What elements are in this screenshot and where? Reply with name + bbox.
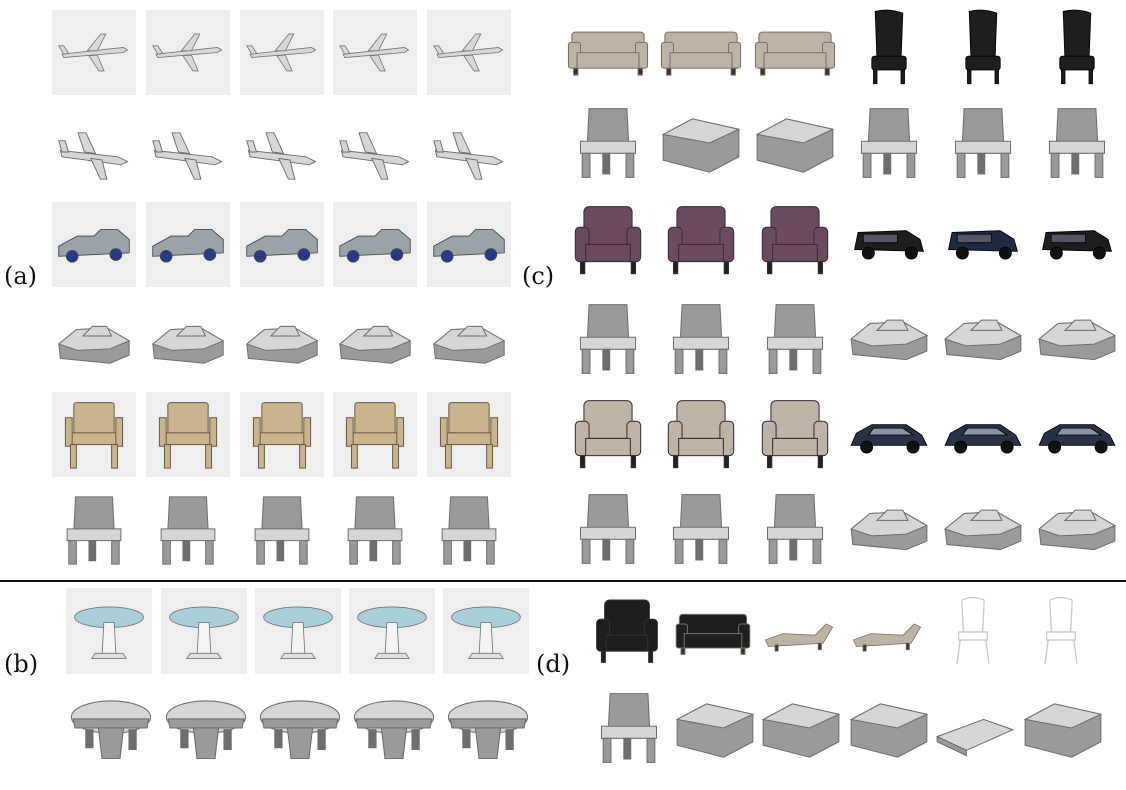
panel-a-voxel-reconstruction	[146, 112, 230, 192]
panel-d-photo	[758, 592, 840, 672]
panel-c-voxel-reconstruction	[1034, 100, 1120, 186]
panel-a-render-image	[427, 392, 511, 477]
panel-d-voxel-reconstruction	[932, 680, 1018, 776]
panel-a-voxel-reconstruction	[146, 488, 230, 573]
panel-b-voxel-reconstruction	[349, 684, 439, 779]
panel-c-voxel-reconstruction	[565, 296, 651, 382]
panel-c-voxel-reconstruction	[940, 100, 1026, 186]
panel-a-render-image	[52, 392, 136, 477]
panel-b-voxel-reconstruction	[161, 684, 251, 779]
panel-c-photo	[1034, 8, 1120, 94]
panel-b-render-image	[161, 588, 247, 674]
panel-b-voxel-reconstruction	[66, 684, 156, 779]
panel-a-voxel-reconstruction	[240, 112, 324, 192]
panel-a-render-image	[333, 202, 417, 287]
panel-a-voxel-reconstruction	[240, 304, 324, 384]
panel-a-voxel-reconstruction	[52, 488, 136, 573]
panel-a-voxel-reconstruction	[240, 488, 324, 573]
panel-a-voxel-reconstruction	[146, 304, 230, 384]
panel-a-render-image	[240, 392, 324, 477]
panel-c-voxel-reconstruction	[752, 296, 838, 382]
panel-d-voxel-reconstruction	[1020, 680, 1106, 776]
panel-b-voxel-reconstruction	[255, 684, 345, 779]
panel-b-render-image	[349, 588, 435, 674]
panel-c-voxel-reconstruction	[940, 296, 1026, 382]
panel-a-voxel-reconstruction	[333, 112, 417, 192]
panel-c-photo	[752, 198, 838, 284]
panel-a-render-image	[240, 202, 324, 287]
panel-a-render-image	[333, 10, 417, 95]
panel-c-photo	[565, 8, 651, 94]
panel-b-voxel-reconstruction	[443, 684, 533, 779]
panel-b-render-image	[255, 588, 341, 674]
panel-d-voxel-reconstruction	[846, 680, 932, 776]
panel-a-render-image	[240, 10, 324, 95]
panel-c-photo	[846, 8, 932, 94]
panel-c-photo	[940, 198, 1026, 284]
panel-c-photo	[658, 392, 744, 478]
panel-c-photo	[846, 198, 932, 284]
panel-label-b: (b)	[4, 650, 39, 678]
panel-label-c: (c)	[522, 262, 555, 290]
panel-a-render-image	[427, 10, 511, 95]
panel-c-voxel-reconstruction	[658, 486, 744, 572]
panel-c-voxel-reconstruction	[752, 100, 838, 186]
panel-c-voxel-reconstruction	[1034, 486, 1120, 572]
panel-c-voxel-reconstruction	[565, 100, 651, 186]
panel-c-voxel-reconstruction	[565, 486, 651, 572]
panel-a-voxel-reconstruction	[427, 112, 511, 192]
panel-b-render-image	[443, 588, 529, 674]
panel-c-photo	[658, 8, 744, 94]
panel-c-photo	[940, 392, 1026, 478]
panel-c-voxel-reconstruction	[940, 486, 1026, 572]
panel-a-voxel-reconstruction	[52, 112, 136, 192]
panel-b-render-image	[66, 588, 152, 674]
panel-d-photo	[1020, 592, 1102, 672]
panel-a-render-image	[427, 202, 511, 287]
panel-c-voxel-reconstruction	[846, 486, 932, 572]
panel-label-a: (a)	[4, 262, 38, 290]
panel-c-voxel-reconstruction	[1034, 296, 1120, 382]
panel-a-render-image	[52, 10, 136, 95]
panel-a-voxel-reconstruction	[427, 304, 511, 384]
panel-c-voxel-reconstruction	[846, 100, 932, 186]
panel-a-render-image	[52, 202, 136, 287]
panel-d-photo	[846, 592, 928, 672]
panel-c-photo	[752, 392, 838, 478]
panel-a-render-image	[146, 392, 230, 477]
panel-a-voxel-reconstruction	[333, 304, 417, 384]
panel-d-voxel-reconstruction	[586, 680, 672, 776]
panel-divider	[0, 580, 1126, 582]
panel-c-photo	[940, 8, 1026, 94]
panel-d-voxel-reconstruction	[758, 680, 844, 776]
panel-d-voxel-reconstruction	[672, 680, 758, 776]
panel-a-voxel-reconstruction	[52, 304, 136, 384]
panel-c-voxel-reconstruction	[658, 296, 744, 382]
panel-c-photo	[752, 8, 838, 94]
panel-c-voxel-reconstruction	[846, 296, 932, 382]
panel-c-photo	[565, 392, 651, 478]
panel-c-photo	[658, 198, 744, 284]
panel-label-d: (d)	[536, 650, 571, 678]
panel-c-voxel-reconstruction	[752, 486, 838, 572]
panel-a-voxel-reconstruction	[427, 488, 511, 573]
panel-c-photo	[565, 198, 651, 284]
panel-c-voxel-reconstruction	[658, 100, 744, 186]
panel-c-photo	[1034, 198, 1120, 284]
panel-a-render-image	[146, 202, 230, 287]
panel-c-photo	[1034, 392, 1120, 478]
panel-d-photo	[932, 592, 1014, 672]
panel-a-render-image	[146, 10, 230, 95]
panel-d-photo	[586, 592, 668, 672]
panel-a-render-image	[333, 392, 417, 477]
panel-d-photo	[672, 592, 754, 672]
panel-a-voxel-reconstruction	[333, 488, 417, 573]
panel-c-photo	[846, 392, 932, 478]
